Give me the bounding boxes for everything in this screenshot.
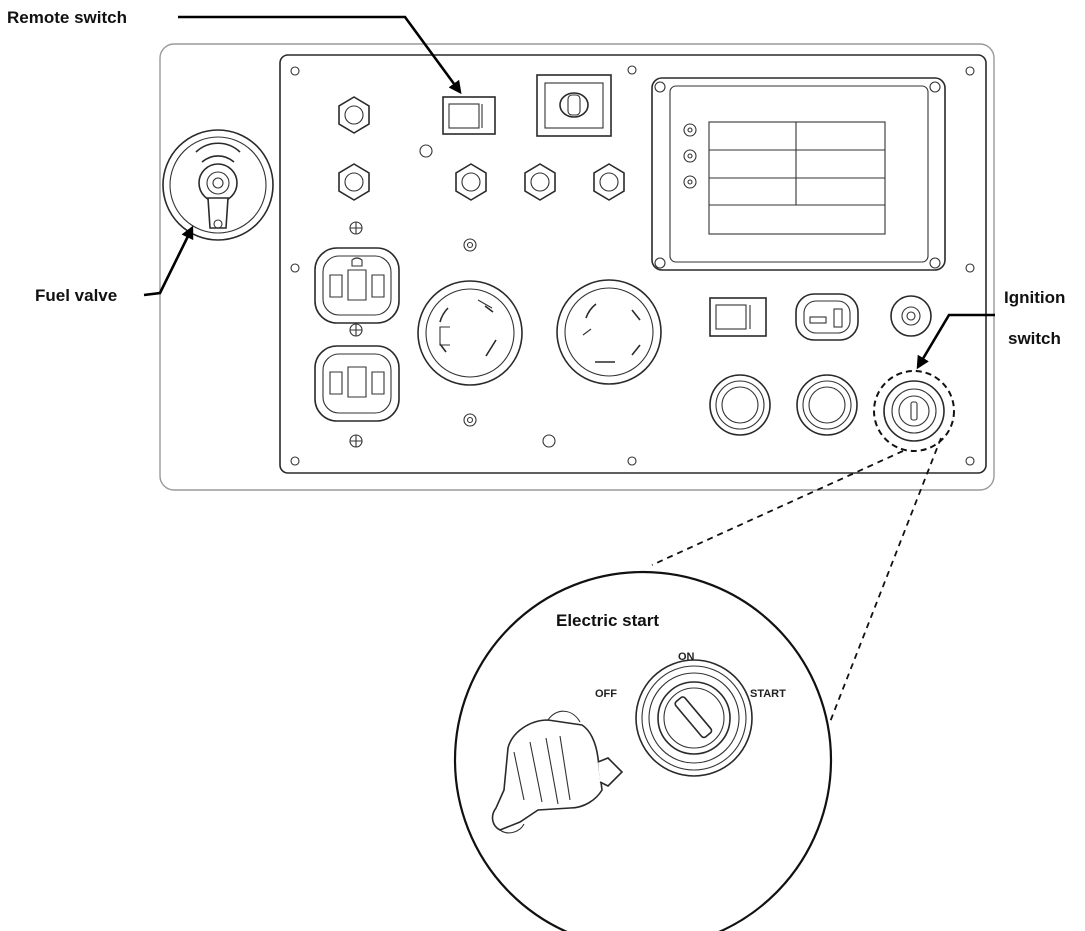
usb-port-icon	[795, 293, 859, 341]
fuel-valve-leader	[143, 225, 194, 297]
toggle-switch-icon[interactable]	[536, 74, 612, 137]
outlet-upper	[314, 247, 400, 324]
fuel-valve-icon[interactable]	[162, 129, 274, 241]
zoom-detail-circle	[453, 570, 833, 931]
ignition-key-icon	[491, 710, 624, 834]
crosshair-screws	[349, 221, 477, 448]
position-off-label: OFF	[595, 688, 617, 700]
indicator-light-icon	[890, 295, 932, 337]
reset-button-right-icon[interactable]	[796, 374, 858, 436]
fuel-valve-label: Fuel valve	[35, 286, 117, 305]
ignition-switch-icon[interactable]	[873, 370, 955, 452]
reset-button-left-icon[interactable]	[709, 374, 771, 436]
panel-screws	[290, 65, 975, 466]
control-panel-plate	[279, 54, 987, 474]
breaker-switch-icon[interactable]	[709, 297, 767, 337]
remote-switch-label: Remote switch	[7, 8, 127, 27]
digital-display-icon	[651, 77, 946, 271]
outlet-lower	[314, 345, 400, 422]
ignition-switch-label-line2: switch	[1008, 329, 1061, 348]
twist-lock-outlet-right	[556, 279, 662, 385]
remote-switch-icon[interactable]	[442, 96, 496, 135]
ignition-switch-detail	[635, 659, 753, 777]
ignition-switch-leader	[916, 313, 995, 370]
zoom-line-right	[829, 437, 942, 723]
position-start-label: START	[750, 688, 786, 700]
ignition-switch-label-line1: Ignition	[1004, 288, 1065, 307]
remote-switch-leader	[178, 15, 462, 95]
electric-start-heading: Electric start	[556, 611, 659, 630]
position-on-label: ON	[678, 651, 695, 663]
zoom-line-left	[651, 450, 904, 566]
hex-fasteners	[338, 96, 625, 201]
twist-lock-outlet-left	[417, 280, 523, 386]
